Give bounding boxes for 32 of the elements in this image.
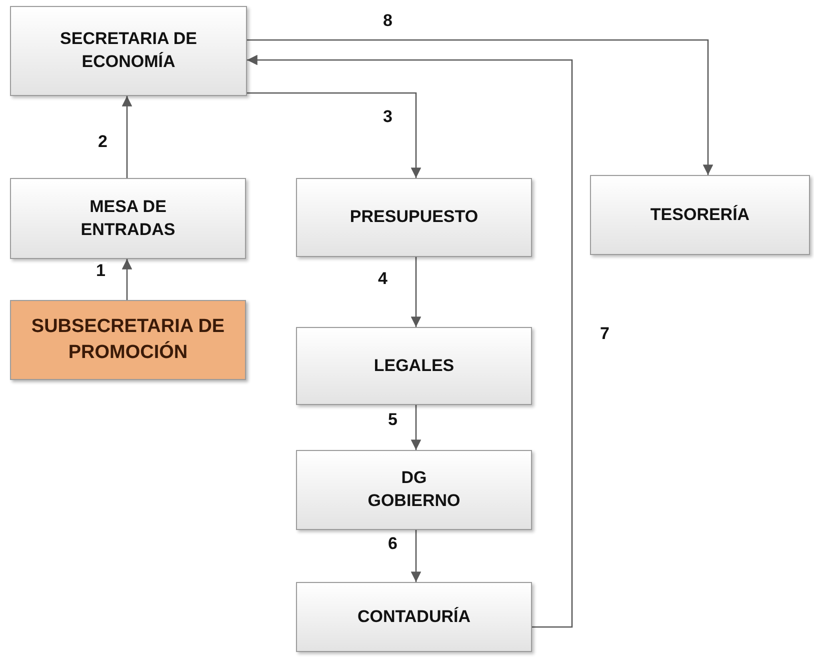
process-box: [296, 178, 532, 257]
edge-label: 5: [386, 411, 400, 428]
arrow: [247, 39, 714, 175]
edge-label: 4: [376, 270, 390, 287]
arrow: [122, 96, 132, 178]
arrow: [410, 257, 422, 327]
edge-label: 8: [381, 12, 394, 29]
arrow: [122, 259, 132, 300]
process-box: [296, 450, 532, 530]
process-box: [10, 300, 246, 380]
edge-label: 2: [96, 133, 110, 150]
process-box: [296, 327, 532, 405]
arrow: [247, 54, 573, 628]
box-label: SECRETARIA DE ECONOMÍA: [59, 28, 198, 73]
edge-label: 3: [381, 108, 394, 125]
box-label: SUBSECRETARIA DE PROMOCIÓN: [30, 315, 226, 365]
arrow: [410, 530, 422, 582]
arrow: [410, 405, 422, 450]
box-label: TESORERÍA: [650, 204, 750, 226]
box-label: DG GOBIERNO: [366, 467, 462, 512]
box-label: CONTADURÍA: [357, 606, 470, 628]
arrow: [247, 92, 422, 178]
edge-label: 7: [598, 325, 612, 342]
process-box: [296, 582, 532, 652]
process-box: [10, 178, 246, 259]
process-box: [10, 6, 247, 96]
process-box: [590, 175, 810, 255]
edge-label: 6: [386, 535, 400, 552]
box-label: LEGALES: [374, 354, 454, 377]
box-label: MESA DE ENTRADAS: [80, 196, 176, 240]
box-label: PRESUPUESTO: [350, 206, 478, 228]
edge-label: 1: [94, 262, 108, 279]
